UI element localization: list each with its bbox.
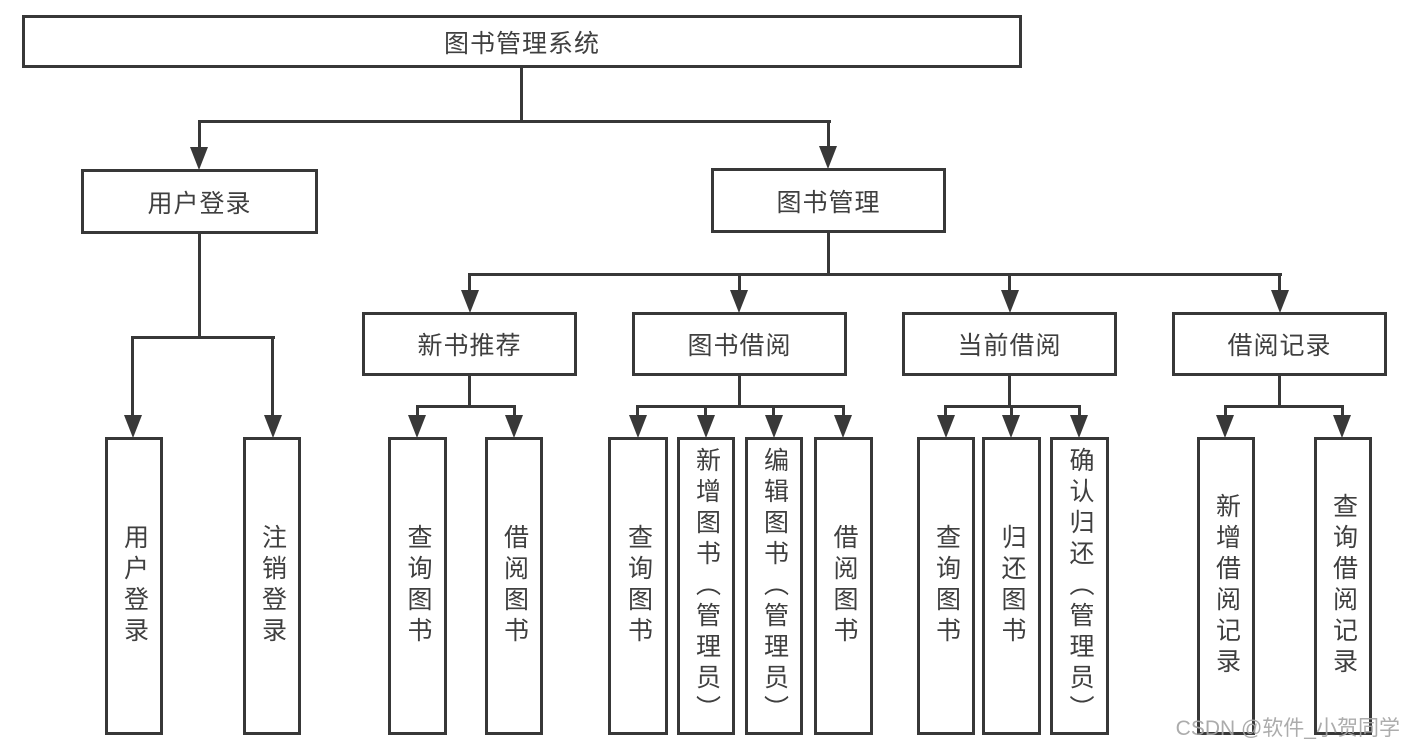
arrowhead-icon [461, 290, 479, 313]
leaf-record-query-borrow-record: 查询借阅记录 [1314, 437, 1372, 735]
connector-line [468, 273, 471, 291]
connector-line [520, 68, 523, 122]
node-book-borrow-label: 图书借阅 [687, 332, 792, 360]
arrowhead-icon [819, 146, 837, 169]
connector-line [513, 405, 516, 418]
node-new-book-recommend-label: 新书推荐 [417, 332, 522, 360]
connector-line [944, 405, 947, 418]
leaf-borrow-borrow-books-label: 借阅图书 [830, 524, 858, 648]
leaf-record-add-borrow-record: 新增借阅记录 [1197, 437, 1255, 735]
leaf-newbook-borrow-books-label: 借阅图书 [500, 524, 529, 648]
leaf-borrow-borrow-books: 借阅图书 [814, 437, 873, 735]
connector-line [416, 405, 419, 418]
arrowhead-icon [730, 290, 748, 313]
connector-line [1278, 376, 1281, 407]
node-new-book-recommend: 新书推荐 [362, 312, 577, 376]
connector-line [636, 405, 845, 408]
arrowhead-icon [1271, 290, 1289, 313]
leaf-current-query-books-label: 查询图书 [932, 524, 961, 648]
arrowhead-icon [1070, 415, 1088, 438]
leaf-borrow-edit-books-admin-label: 编辑图书（管理员） [760, 446, 789, 726]
connector-line [131, 336, 134, 418]
connector-line [416, 405, 516, 408]
node-book-management-label: 图书管理 [776, 188, 881, 217]
node-current-borrow-label: 当前借阅 [957, 332, 1062, 360]
arrowhead-icon [408, 415, 426, 438]
arrowhead-icon [1333, 415, 1351, 438]
connector-line [1278, 273, 1281, 291]
connector-line [271, 336, 274, 418]
arrowhead-icon [1001, 290, 1019, 313]
connector-line [738, 273, 741, 291]
connector-line [131, 336, 275, 339]
arrowhead-icon [190, 147, 208, 170]
arrowhead-icon [124, 415, 142, 438]
connector-line [1008, 376, 1011, 407]
connector-line [827, 120, 830, 150]
leaf-current-query-books: 查询图书 [917, 437, 975, 735]
connector-line [1341, 405, 1344, 418]
leaf-record-query-borrow-record-label: 查询借阅记录 [1329, 493, 1358, 679]
leaf-current-return-books: 归还图书 [982, 437, 1041, 735]
arrowhead-icon [264, 415, 282, 438]
arrowhead-icon [834, 415, 852, 438]
connector-line [468, 376, 471, 407]
connector-line [738, 376, 741, 407]
connector-line [636, 405, 639, 418]
leaf-borrow-edit-books-admin: 编辑图书（管理员） [745, 437, 803, 735]
node-root-label: 图书管理系统 [443, 29, 600, 58]
connector-line [1224, 405, 1227, 418]
node-borrow-records: 借阅记录 [1172, 312, 1387, 376]
connector-line [1008, 273, 1011, 291]
arrowhead-icon [505, 415, 523, 438]
connector-line [1078, 405, 1081, 418]
node-root: 图书管理系统 [22, 15, 1022, 68]
leaf-borrow-query-books: 查询图书 [608, 437, 668, 735]
csdn-watermark: CSDN @软件_小贺同学 [1175, 717, 1400, 740]
leaf-logout: 注销登录 [243, 437, 301, 735]
arrowhead-icon [697, 415, 715, 438]
arrowhead-icon [937, 415, 955, 438]
leaf-record-add-borrow-record-label: 新增借阅记录 [1212, 493, 1241, 679]
arrowhead-icon [765, 415, 783, 438]
connector-line [1010, 405, 1013, 418]
connector-line [1224, 405, 1344, 408]
leaf-logout-label: 注销登录 [258, 524, 287, 648]
arrowhead-icon [1002, 415, 1020, 438]
leaf-borrow-add-books-admin-label: 新增图书（管理员） [692, 446, 721, 726]
leaf-newbook-borrow-books: 借阅图书 [485, 437, 543, 735]
connector-line [198, 120, 201, 150]
leaf-user-login-label: 用户登录 [120, 524, 149, 648]
leaf-user-login: 用户登录 [105, 437, 163, 735]
node-user-login: 用户登录 [81, 169, 318, 234]
leaf-current-confirm-return-admin-label: 确认归还（管理员） [1066, 446, 1094, 726]
leaf-current-confirm-return-admin: 确认归还（管理员） [1050, 437, 1109, 735]
node-borrow-records-label: 借阅记录 [1227, 332, 1332, 360]
connector-line [468, 273, 1282, 276]
connector-line [198, 234, 201, 338]
node-book-borrow: 图书借阅 [632, 312, 847, 376]
connector-line [198, 120, 831, 123]
leaf-newbook-query-books-label: 查询图书 [404, 524, 432, 648]
connector-line [772, 405, 775, 418]
leaf-borrow-query-books-label: 查询图书 [624, 524, 653, 648]
leaf-borrow-add-books-admin: 新增图书（管理员） [677, 437, 735, 735]
arrowhead-icon [1216, 415, 1234, 438]
node-book-management: 图书管理 [711, 168, 946, 233]
node-current-borrow: 当前借阅 [902, 312, 1117, 376]
node-user-login-label: 用户登录 [147, 189, 252, 218]
connector-line [704, 405, 707, 418]
connector-line [827, 233, 830, 276]
leaf-newbook-query-books: 查询图书 [388, 437, 447, 735]
connector-line [842, 405, 845, 418]
arrowhead-icon [629, 415, 647, 438]
leaf-current-return-books-label: 归还图书 [998, 524, 1026, 648]
